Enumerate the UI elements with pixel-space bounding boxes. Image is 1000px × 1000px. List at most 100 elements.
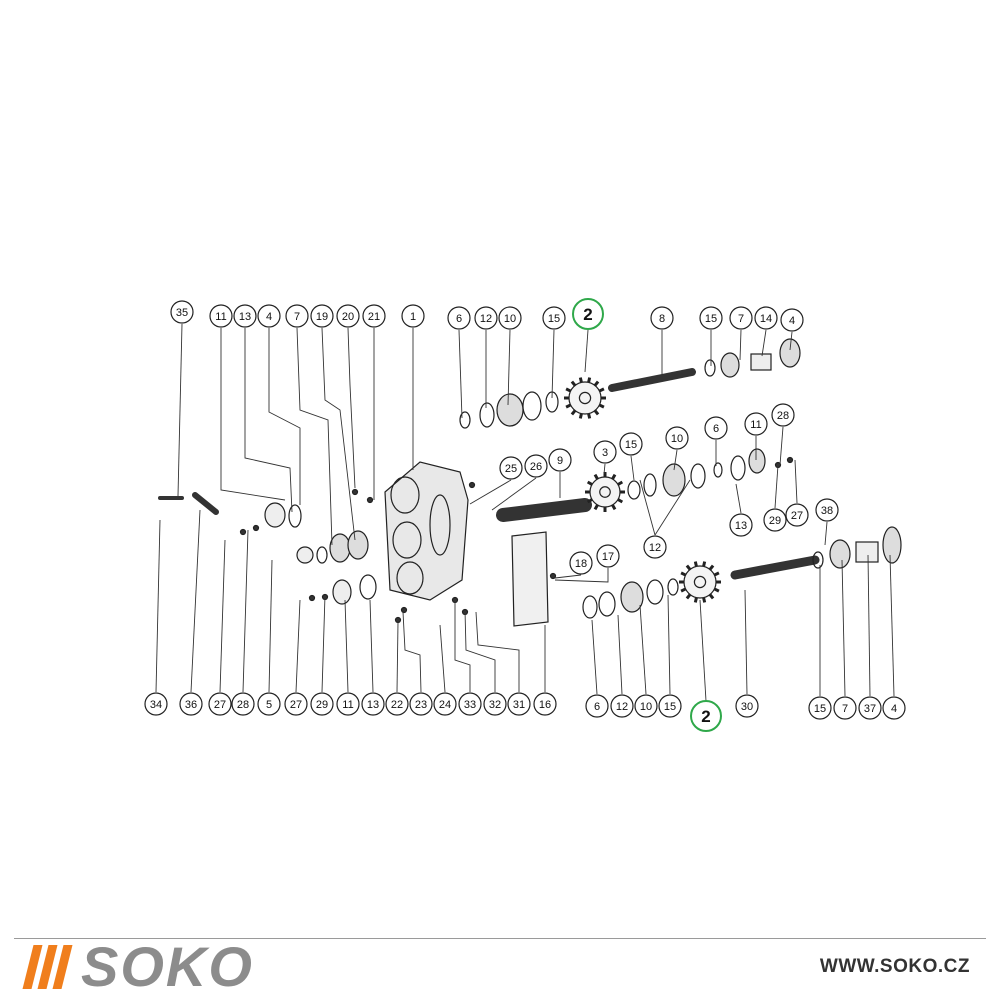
callout-6: 6	[704, 416, 728, 440]
callout-13: 13	[729, 513, 753, 537]
callout-15: 15	[658, 694, 682, 718]
callout-7: 7	[833, 696, 857, 720]
svg-text:20: 20	[342, 311, 354, 323]
footer-divider	[14, 938, 986, 939]
svg-text:4: 4	[891, 703, 897, 715]
svg-text:12: 12	[649, 542, 661, 554]
leader-lines	[155, 323, 895, 702]
svg-text:4: 4	[789, 315, 795, 327]
callout-28: 28	[231, 692, 255, 716]
callout-4: 4	[257, 304, 281, 328]
callout-20: 20	[336, 304, 360, 328]
callout-13: 13	[361, 692, 385, 716]
callout-12: 12	[610, 694, 634, 718]
svg-text:6: 6	[713, 423, 719, 435]
gear-drawing	[679, 561, 721, 603]
callout-21: 21	[362, 304, 386, 328]
svg-text:11: 11	[750, 419, 761, 431]
callout-27: 27	[208, 692, 232, 716]
callout-4: 4	[882, 696, 906, 720]
callout-22: 22	[385, 692, 409, 716]
logo-stripes-icon	[22, 945, 73, 989]
callout-31: 31	[507, 692, 531, 716]
callout-34: 34	[144, 692, 168, 716]
callout-6: 6	[447, 306, 471, 330]
svg-text:15: 15	[705, 313, 717, 325]
website-link[interactable]: WWW.SOKO.CZ	[819, 956, 970, 977]
callout-2: 2	[572, 298, 604, 330]
callout-12: 12	[643, 535, 667, 559]
svg-text:14: 14	[760, 313, 772, 325]
callout-6: 6	[585, 694, 609, 718]
callout-3: 3	[593, 440, 617, 464]
svg-text:34: 34	[150, 699, 162, 711]
callout-27: 27	[785, 503, 809, 527]
svg-text:29: 29	[769, 515, 781, 527]
svg-text:6: 6	[594, 701, 600, 713]
svg-text:29: 29	[316, 699, 328, 711]
svg-text:37: 37	[864, 703, 876, 715]
svg-text:15: 15	[814, 703, 826, 715]
soko-logo[interactable]: SOKO	[22, 939, 254, 995]
callout-15: 15	[808, 696, 832, 720]
gear-drawing	[585, 472, 625, 512]
svg-text:28: 28	[777, 410, 789, 422]
callout-15: 15	[699, 306, 723, 330]
callout-8: 8	[650, 306, 674, 330]
svg-text:35: 35	[176, 307, 188, 319]
svg-text:10: 10	[504, 313, 516, 325]
callout-24: 24	[433, 692, 457, 716]
svg-text:27: 27	[791, 510, 803, 522]
svg-text:30: 30	[741, 701, 753, 713]
svg-text:27: 27	[290, 699, 302, 711]
callout-13: 13	[233, 304, 257, 328]
svg-text:10: 10	[671, 433, 683, 445]
svg-text:21: 21	[368, 311, 380, 323]
svg-text:16: 16	[539, 699, 551, 711]
callout-35: 35	[170, 300, 194, 324]
callout-30: 30	[735, 694, 759, 718]
callout-36: 36	[179, 692, 203, 716]
svg-text:13: 13	[239, 311, 251, 323]
callout-17: 17	[596, 544, 620, 568]
callout-26: 26	[524, 454, 548, 478]
callout-27: 27	[284, 692, 308, 716]
svg-text:2: 2	[583, 305, 592, 324]
callout-14: 14	[754, 306, 778, 330]
callout-18: 18	[569, 551, 593, 575]
svg-text:2: 2	[701, 707, 710, 726]
callout-29: 29	[763, 508, 787, 532]
svg-text:33: 33	[464, 699, 476, 711]
svg-text:7: 7	[842, 703, 848, 715]
gearbox-parts-drawing	[158, 338, 902, 627]
callout-10: 10	[634, 694, 658, 718]
svg-text:26: 26	[530, 461, 542, 473]
callout-1: 1	[401, 304, 425, 328]
callout-5: 5	[257, 692, 281, 716]
svg-text:12: 12	[480, 313, 492, 325]
svg-text:15: 15	[548, 313, 560, 325]
svg-text:12: 12	[616, 701, 628, 713]
callout-9: 9	[548, 448, 572, 472]
callout-12: 12	[474, 306, 498, 330]
svg-text:17: 17	[602, 551, 614, 563]
callout-4: 4	[780, 308, 804, 332]
svg-text:15: 15	[625, 439, 637, 451]
callout-15: 15	[542, 306, 566, 330]
svg-text:9: 9	[557, 455, 563, 467]
callout-32: 32	[483, 692, 507, 716]
svg-text:7: 7	[738, 313, 744, 325]
svg-text:24: 24	[439, 699, 451, 711]
callout-33: 33	[458, 692, 482, 716]
callout-11: 11	[336, 692, 360, 716]
callout-37: 37	[858, 696, 882, 720]
svg-text:27: 27	[214, 699, 226, 711]
callout-19: 19	[310, 304, 334, 328]
svg-text:3: 3	[602, 447, 608, 459]
callout-7: 7	[729, 306, 753, 330]
callout-10: 10	[665, 426, 689, 450]
svg-text:5: 5	[266, 699, 272, 711]
svg-text:22: 22	[391, 699, 403, 711]
